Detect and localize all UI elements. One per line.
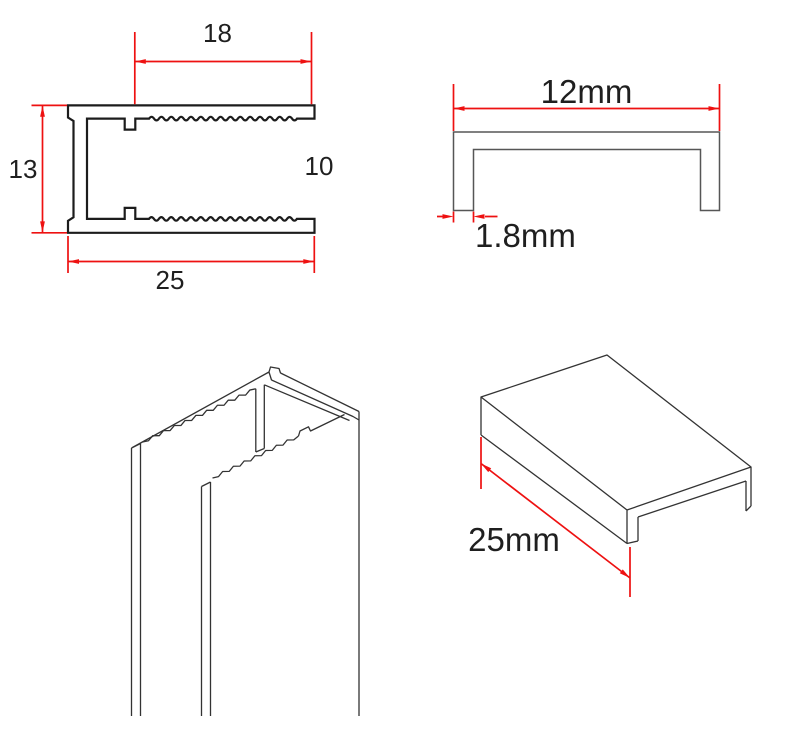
dim-label-13: 13 bbox=[9, 154, 38, 184]
dimension-height: 13 bbox=[9, 104, 67, 234]
dimension-top-width: 18 bbox=[133, 18, 313, 105]
dimension-bottom-width: 25 bbox=[67, 236, 316, 295]
dim-label-18: 18 bbox=[203, 18, 232, 48]
cap-3d-figure: 25mm bbox=[468, 354, 752, 597]
channel-profile-outline bbox=[66, 104, 316, 234]
dim-label-12mm: 12mm bbox=[541, 73, 633, 110]
dim-label-10: 10 bbox=[305, 151, 334, 181]
dimension-cap-thickness: 1.8mm bbox=[437, 211, 576, 254]
dim-label-25mm: 25mm bbox=[468, 521, 560, 558]
channel-cross-section-figure: 18 13 10 25 bbox=[9, 18, 334, 295]
dimension-cap-width: 12mm bbox=[452, 73, 721, 131]
dimension-cap-length: 25mm bbox=[468, 437, 631, 597]
channel-3d-figure bbox=[130, 366, 360, 716]
channel-3d-section-edges bbox=[131, 366, 360, 488]
channel-3d-serrated-edge-lower bbox=[212, 435, 299, 479]
dim-label-1-8mm: 1.8mm bbox=[475, 217, 576, 254]
channel-3d-serrated-edge-upper bbox=[142, 388, 256, 443]
cap-3d-edges bbox=[480, 354, 752, 545]
cap-cross-section-figure: 12mm 1.8mm bbox=[437, 73, 721, 254]
channel-3d-vertical-edges bbox=[130, 411, 360, 716]
dim-label-25: 25 bbox=[156, 265, 185, 295]
cap-profile-outline bbox=[452, 131, 721, 212]
